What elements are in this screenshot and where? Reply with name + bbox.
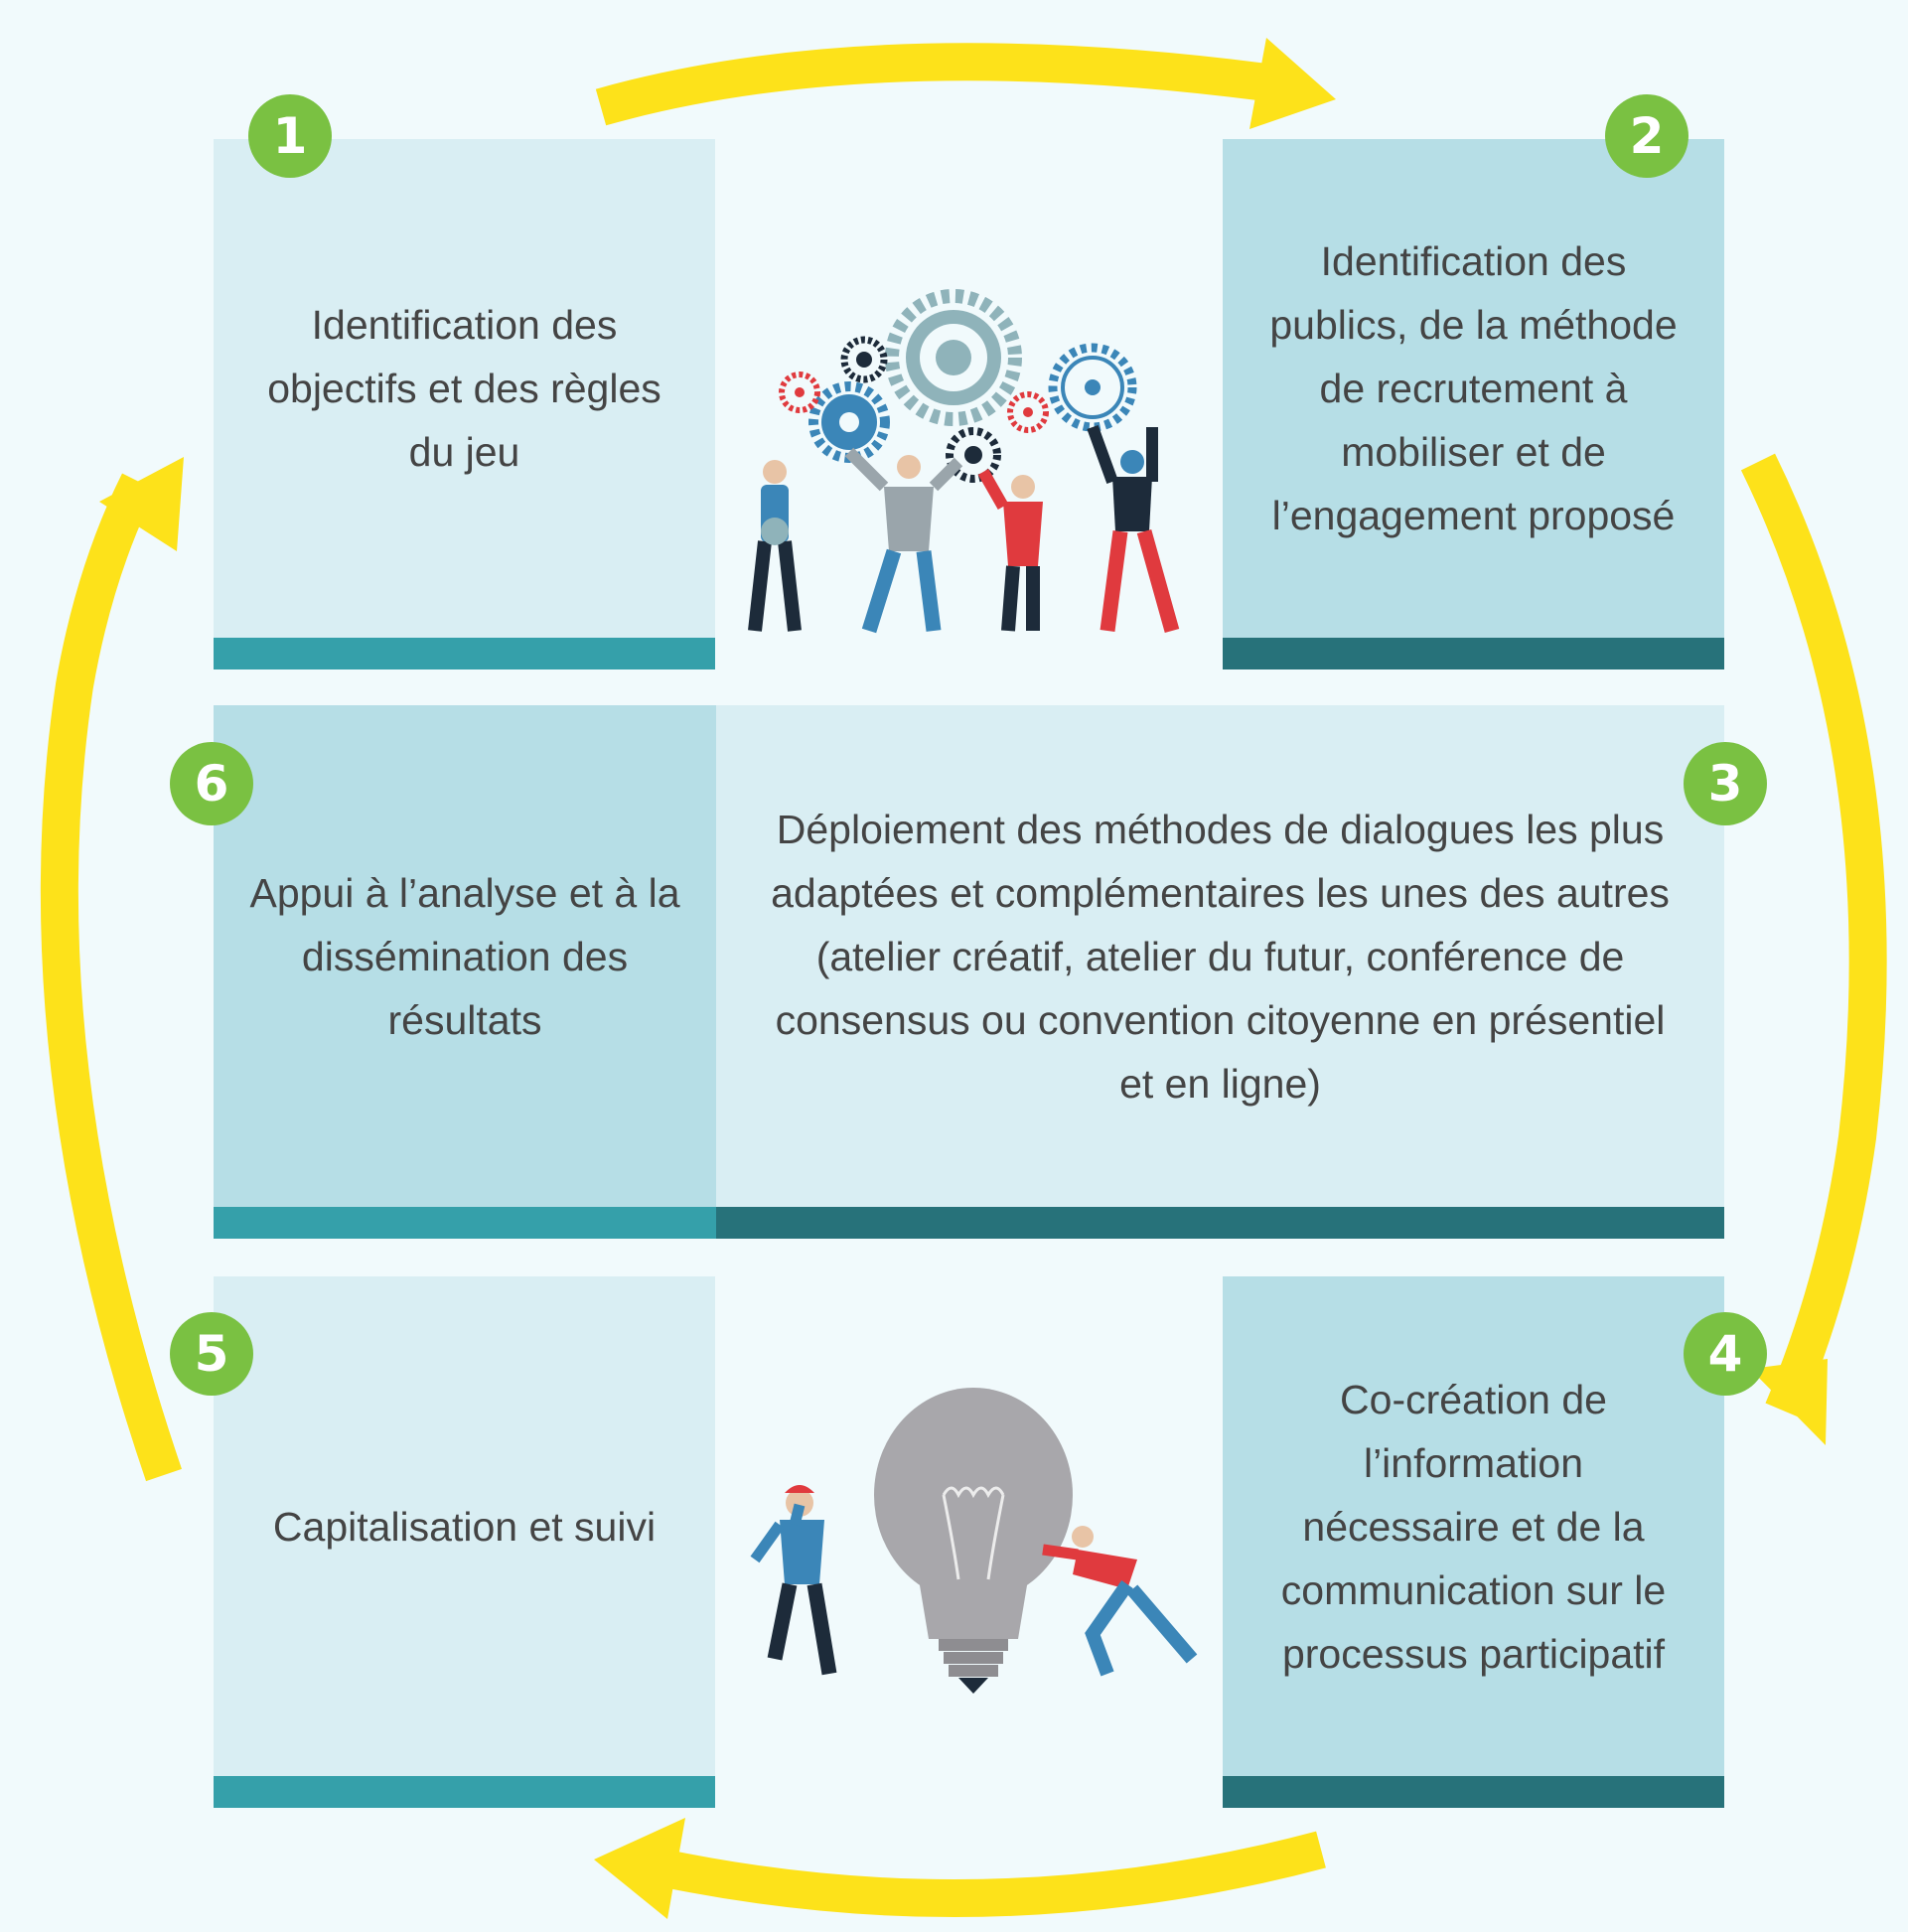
step-3-text: Déploiement des méthodes de dialogues le… (771, 806, 1670, 1107)
step-6-text: Appui à l’analyse et à la dissémination … (249, 869, 680, 1043)
arrow-bottom (657, 1831, 1326, 1918)
arrowhead-top (1249, 38, 1336, 129)
step-5-badge: 5 (170, 1312, 253, 1396)
step-4-text: Co-création de l’information nécessaire … (1280, 1376, 1667, 1677)
dark-gear-icon (840, 336, 1001, 483)
step-2-bar (1223, 638, 1724, 669)
step-5-bar (214, 1776, 715, 1808)
person-woman-thinking-icon (750, 1485, 837, 1676)
blue-wheel-gear-icon (1048, 343, 1137, 432)
step-3-bar (716, 1207, 1724, 1239)
person-pushing-icon (1042, 1526, 1198, 1677)
arrow-right (1740, 453, 1887, 1418)
step-2-badge: 2 (1605, 94, 1688, 178)
step-6-bar (214, 1207, 716, 1239)
arrowhead-right (1750, 1359, 1828, 1445)
step-1-bar (214, 638, 715, 669)
step-3-badge: 3 (1684, 742, 1767, 825)
people-with-lightbulb-illustration (750, 1388, 1198, 1694)
lightbulb-icon (874, 1388, 1073, 1694)
arrow-left (40, 473, 182, 1482)
step-2-box: Identification des publics, de la méthod… (1223, 139, 1724, 638)
step-5-text: Capitalisation et suivi (272, 1503, 657, 1550)
step-1-text: Identification des objectifs et des règl… (267, 302, 661, 475)
step-4-badge: 4 (1684, 1312, 1767, 1396)
arrowhead-bottom (594, 1818, 685, 1919)
step-6-box: Appui à l’analyse et à la dissémination … (214, 705, 716, 1207)
arrowhead-left (99, 457, 184, 551)
step-2-text: Identification des publics, de la méthod… (1269, 238, 1678, 538)
person-grey-shirt-icon (844, 447, 963, 634)
step-6-badge: 6 (170, 742, 253, 825)
step-1-badge: 1 (248, 94, 332, 178)
step-1-box: Identification des objectifs et des règl… (214, 139, 715, 638)
step-3-box: Déploiement des méthodes de dialogues le… (716, 705, 1724, 1207)
person-woman-icon (748, 460, 802, 632)
arrow-top (595, 43, 1284, 126)
step-5-box: Capitalisation et suivi (214, 1276, 715, 1776)
large-gear-icon (885, 289, 1022, 426)
small-red-gear-icon (779, 372, 1049, 433)
step-4-box: Co-création de l’information nécessaire … (1223, 1276, 1724, 1776)
blue-gear-icon (808, 381, 890, 463)
person-red-shirt-icon (977, 469, 1043, 632)
people-with-gears-illustration (748, 289, 1180, 634)
step-4-bar (1223, 1776, 1724, 1808)
person-dark-shirt-icon (1087, 424, 1180, 634)
